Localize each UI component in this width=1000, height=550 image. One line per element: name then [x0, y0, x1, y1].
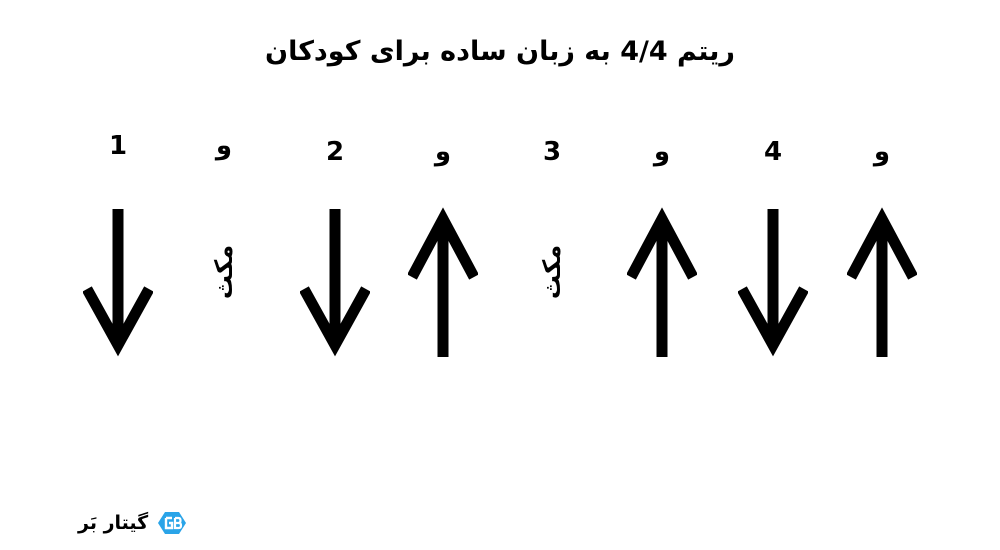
up-arrow-icon: [627, 205, 697, 361]
brand-name: گیتار بَر: [78, 512, 149, 534]
beat-count: 3: [542, 137, 562, 167]
beat-count: و: [434, 137, 452, 167]
down-arrow-icon: [738, 205, 808, 361]
up-arrow-icon: [847, 205, 917, 361]
up-arrow-icon: [408, 205, 478, 361]
rest-label: مکث: [210, 244, 238, 300]
beat-count: 2: [325, 137, 345, 167]
beat-count: 1: [108, 131, 128, 161]
diagram-title: ریتم 4/4 به زبان ساده برای کودکان: [265, 36, 735, 67]
gb-logo-icon: [158, 512, 187, 534]
beat-count: و: [873, 137, 891, 167]
beat-count: 4: [763, 137, 783, 167]
rest-label: مکث: [538, 244, 566, 300]
down-arrow-icon: [300, 205, 370, 361]
beat-count: و: [653, 137, 671, 167]
brand-watermark: گیتار بَر: [78, 505, 190, 541]
beat-count: و: [215, 131, 233, 161]
down-arrow-icon: [83, 205, 153, 361]
